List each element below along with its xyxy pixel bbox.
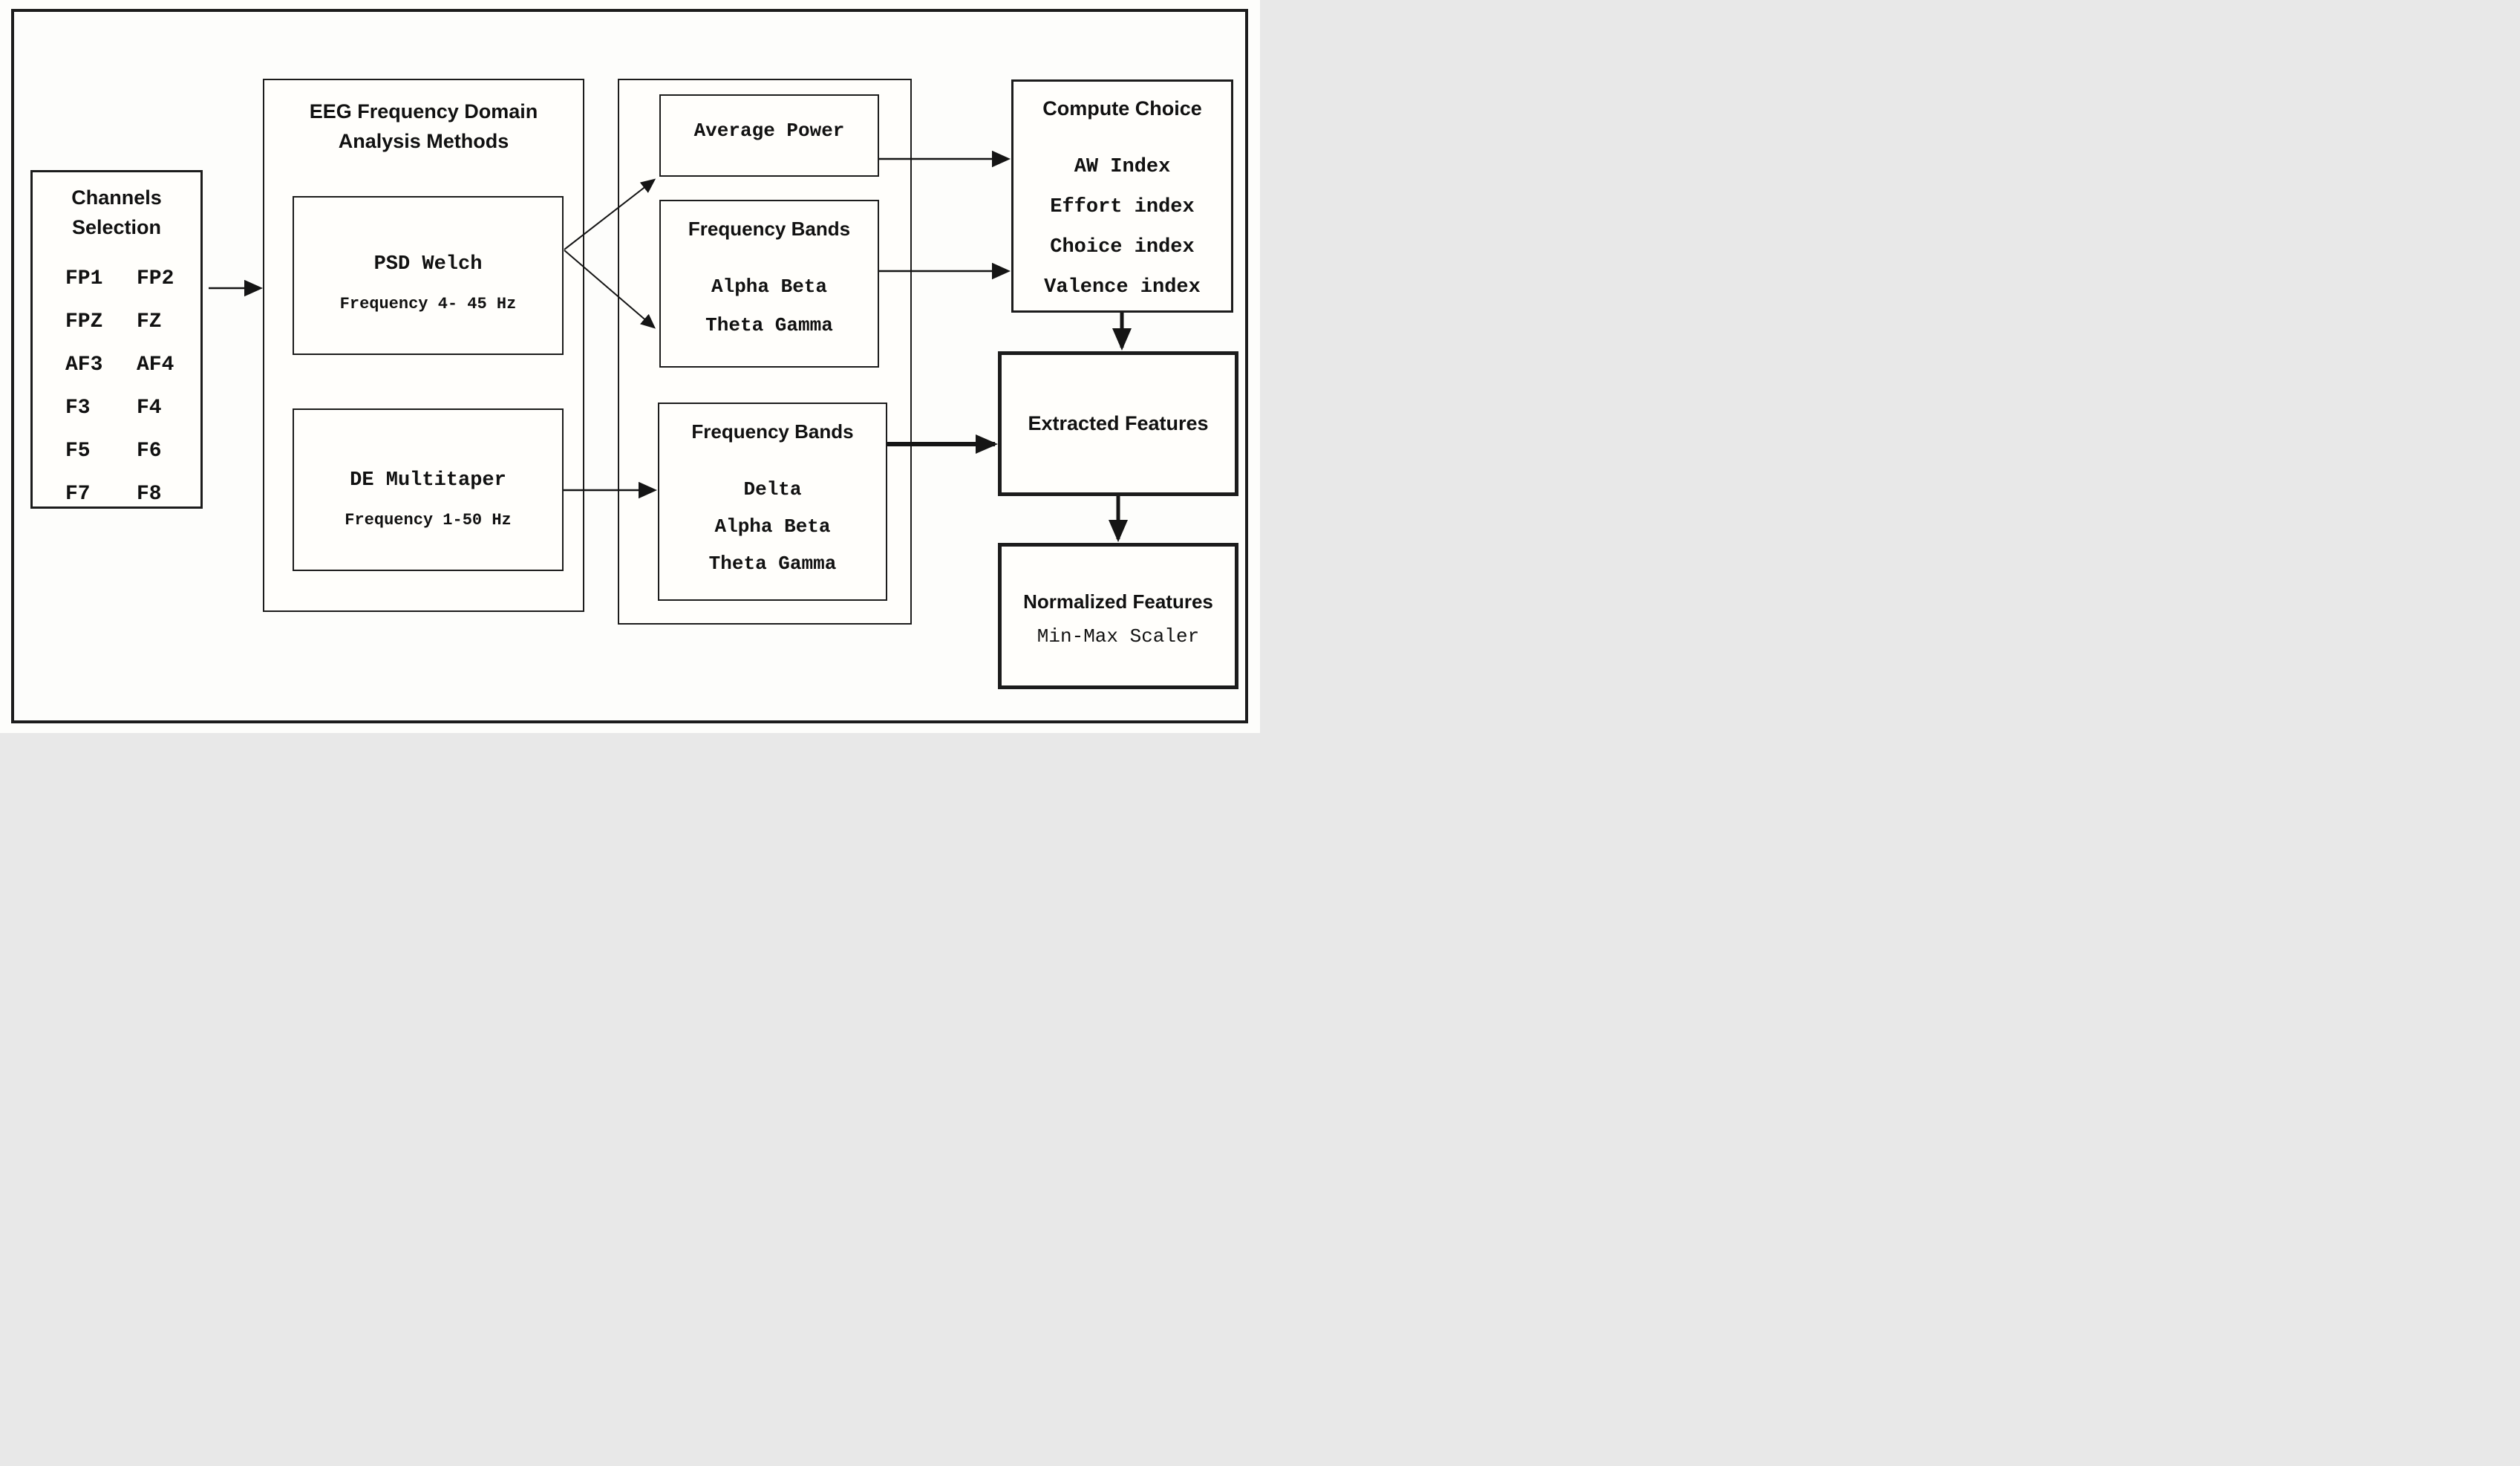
psd-welch-name: PSD Welch xyxy=(373,253,483,276)
frequency-bands-psd-list: Alpha Beta Theta Gamma xyxy=(661,276,878,336)
channel-label: F7 xyxy=(65,483,91,506)
compute-choice-box: Compute Choice AW Index Effort index Cho… xyxy=(1011,79,1233,313)
channel-label: F4 xyxy=(137,397,162,420)
channel-label: FP1 xyxy=(65,267,103,290)
channel-label: FPZ xyxy=(65,310,103,333)
channel-label: F3 xyxy=(65,397,91,420)
band-label: Alpha Beta xyxy=(714,515,831,538)
normalized-features-box: Normalized Features Min-Max Scaler xyxy=(998,543,1238,689)
analysis-title-line2: Analysis Methods xyxy=(338,130,509,152)
band-label: Theta Gamma xyxy=(705,314,833,336)
channels-title-line2: Selection xyxy=(71,216,162,238)
channels-selection-title: Channels Selection xyxy=(33,172,200,242)
channels-title-line1: Channels xyxy=(71,186,162,209)
analysis-methods-title: EEG Frequency Domain Analysis Methods xyxy=(264,80,583,156)
frequency-bands-de-box: Frequency Bands Delta Alpha Beta Theta G… xyxy=(658,403,887,601)
frequency-bands-de-list: Delta Alpha Beta Theta Gamma xyxy=(659,478,886,575)
frequency-bands-psd-box: Frequency Bands Alpha Beta Theta Gamma xyxy=(659,200,879,368)
band-label: Alpha Beta xyxy=(711,276,828,298)
eeg-pipeline-diagram: Channels Selection FP1 FP2 FPZ FZ AF3 AF… xyxy=(0,0,1260,733)
channel-label: F6 xyxy=(137,440,162,463)
de-multitaper-range: Frequency 1-50 Hz xyxy=(345,511,512,530)
channel-label: AF4 xyxy=(137,354,174,377)
band-label: Theta Gamma xyxy=(708,553,837,575)
normalized-features-title: Normalized Features xyxy=(1023,590,1213,613)
channels-selection-box: Channels Selection FP1 FP2 FPZ FZ AF3 AF… xyxy=(30,170,203,509)
index-label: AW Index xyxy=(1074,156,1171,178)
de-multitaper-name: DE Multitaper xyxy=(350,469,506,492)
index-label: Valence index xyxy=(1044,276,1201,299)
extracted-features-box: Extracted Features xyxy=(998,351,1238,496)
channel-label: FZ xyxy=(137,310,162,333)
analysis-title-line1: EEG Frequency Domain xyxy=(309,100,538,123)
channel-label: F8 xyxy=(137,483,162,506)
average-power-title: Average Power xyxy=(693,119,845,142)
index-label: Effort index xyxy=(1050,196,1195,218)
de-multitaper-box: DE Multitaper Frequency 1-50 Hz xyxy=(293,408,564,571)
channel-label: F5 xyxy=(65,440,91,463)
compute-choice-title: Compute Choice xyxy=(1042,97,1202,120)
band-label: Delta xyxy=(743,478,802,501)
average-power-box: Average Power xyxy=(659,94,879,177)
frequency-bands-de-title: Frequency Bands xyxy=(691,420,854,443)
normalized-features-method: Min-Max Scaler xyxy=(1037,625,1200,648)
compute-choice-list: AW Index Effort index Choice index Valen… xyxy=(1013,156,1231,299)
index-label: Choice index xyxy=(1050,236,1195,258)
channel-list: FP1 FP2 FPZ FZ AF3 AF4 F3 F4 F5 F6 F7 F8 xyxy=(33,267,200,506)
channel-label: FP2 xyxy=(137,267,174,290)
extracted-features-title: Extracted Features xyxy=(1028,412,1209,434)
channel-label: AF3 xyxy=(65,354,103,377)
frequency-bands-psd-title: Frequency Bands xyxy=(688,218,851,240)
psd-welch-range: Frequency 4- 45 Hz xyxy=(339,294,517,313)
psd-welch-box: PSD Welch Frequency 4- 45 Hz xyxy=(293,196,564,355)
